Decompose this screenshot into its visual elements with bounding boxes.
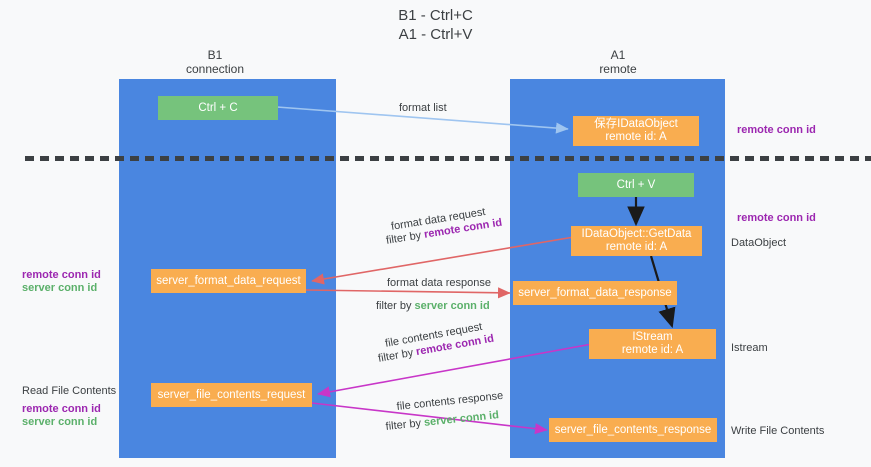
box-save-idataobject-line2: remote id: A xyxy=(605,131,667,143)
box-server-format-data-response-label: server_format_data_response xyxy=(518,286,672,299)
column-b1-name: B1 xyxy=(207,48,223,62)
annotation-left-remote-conn-id: remote conn id xyxy=(22,269,101,281)
annotation-left-server-conn-id: server conn id xyxy=(22,282,98,294)
column-a1-name: A1 xyxy=(610,48,626,62)
label-fcres-filter-key: server conn id xyxy=(423,409,500,429)
box-save-idataobject-line1: 保存IDataObject xyxy=(594,118,678,130)
annotation-left-server-conn-id-2: server conn id xyxy=(22,416,98,428)
annotation-left-remote-conn-id-2: remote conn id xyxy=(22,403,101,415)
column-a1-role: remote xyxy=(599,62,637,76)
box-istream-line1: IStream xyxy=(632,331,673,343)
box-istream-line2: remote id: A xyxy=(621,344,684,356)
box-server-file-contents-request[interactable]: server_file_contents_request xyxy=(151,383,312,407)
annotation-read-file-contents: Read File Contents xyxy=(22,385,117,397)
box-save-idataobject[interactable]: 保存IDataObject remote id: A xyxy=(573,116,699,146)
label-fdres-filter-key: server conn id xyxy=(414,300,490,312)
box-server-format-data-response[interactable]: server_format_data_response xyxy=(513,281,677,305)
box-ctrl-v-label: Ctrl + V xyxy=(616,178,656,191)
box-ctrl-c-label: Ctrl + C xyxy=(198,101,238,114)
label-fcr-filter-prefix: filter by xyxy=(377,346,418,365)
box-getdata-line2: remote id: A xyxy=(605,241,668,253)
annotation-remote-conn-id-mid: remote conn id xyxy=(737,212,816,224)
box-server-file-contents-response-label: server_file_contents_response xyxy=(554,423,712,436)
title-line-1: B1 - Ctrl+C xyxy=(398,7,473,24)
annotation-remote-conn-id-top: remote conn id xyxy=(737,124,816,136)
box-idataobject-getdata[interactable]: IDataObject::GetData remote id: A xyxy=(571,226,702,256)
box-server-file-contents-request-label: server_file_contents_request xyxy=(157,388,306,401)
box-getdata-line1: IDataObject::GetData xyxy=(581,228,692,240)
column-header-b1: B1 connection xyxy=(155,48,275,76)
label-format-data-response-filter: filter by server conn id xyxy=(376,299,490,313)
label-format-list: format list xyxy=(399,102,447,114)
annotation-write-file-contents: Write File Contents xyxy=(731,425,825,437)
annotation-dataobject: DataObject xyxy=(731,237,787,249)
label-fdres-filter-prefix: filter by xyxy=(376,300,415,312)
arrow-format-data-response xyxy=(305,287,511,299)
phase-divider xyxy=(25,156,871,161)
annotation-istream: Istream xyxy=(731,342,768,354)
column-b1-role: connection xyxy=(185,62,245,76)
box-istream[interactable]: IStream remote id: A xyxy=(589,329,716,359)
label-fcres-filter-prefix: filter by xyxy=(385,416,425,433)
box-server-file-contents-response[interactable]: server_file_contents_response xyxy=(549,418,717,442)
diagram-title: B1 - Ctrl+C A1 - Ctrl+V xyxy=(0,6,871,44)
column-header-a1: A1 remote xyxy=(558,48,678,76)
box-ctrl-v[interactable]: Ctrl + V xyxy=(578,173,694,197)
box-server-format-data-request-label: server_format_data_request xyxy=(156,274,301,287)
title-line-2: A1 - Ctrl+V xyxy=(398,26,473,43)
box-ctrl-c[interactable]: Ctrl + C xyxy=(158,96,278,120)
label-format-data-response: format data response xyxy=(387,277,491,289)
box-server-format-data-request[interactable]: server_format_data_request xyxy=(151,269,306,293)
